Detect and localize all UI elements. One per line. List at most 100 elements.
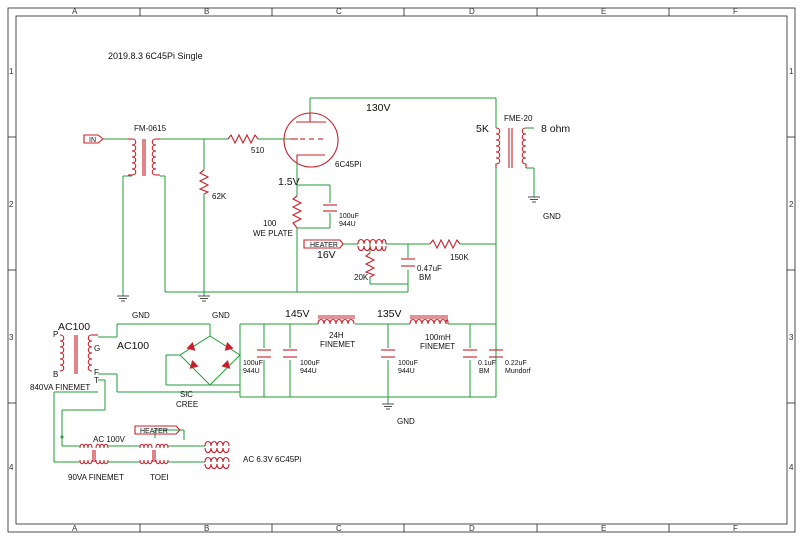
- heater-choke: [357, 238, 387, 252]
- c4-value: 0.1uF: [478, 360, 496, 367]
- choke2-type: FINEMET: [420, 342, 455, 351]
- c2-type: 944U: [300, 368, 317, 375]
- cathode-cap-value: 100uF: [339, 213, 359, 220]
- heater-cap-type: BM: [419, 273, 431, 282]
- ground-icon: [382, 403, 394, 410]
- heater-cap-value: 0.47uF: [417, 264, 442, 273]
- plate-voltage: 130V: [366, 102, 391, 114]
- row-label: 2: [789, 200, 794, 209]
- heater-port-bottom-label: HEATER: [140, 428, 168, 435]
- heater-voltage: 16V: [317, 249, 336, 261]
- row-label: 1: [9, 67, 14, 76]
- power-transformer-title: AC100: [58, 321, 90, 333]
- pin-label: G: [94, 344, 100, 353]
- ac100v-label: AC 100V: [93, 435, 126, 444]
- heater-divider-resistor: 20K: [354, 252, 376, 282]
- ground-symbols: [117, 196, 540, 410]
- choke2-value: 100mH: [425, 333, 451, 342]
- input-port-label: IN: [89, 137, 96, 144]
- junction-dot: [60, 435, 64, 439]
- filter-capacitor-3: 100uF 944U: [381, 349, 418, 375]
- rectifier-maker: CREE: [176, 400, 198, 409]
- col-label: C: [336, 524, 342, 533]
- power-transformer: AC100 P B G F T 840VA FINEMET: [30, 321, 100, 392]
- heater-port: HEATER 16V: [303, 239, 344, 261]
- row-label: 3: [9, 333, 14, 342]
- schematic-title: 2019.8.3 6C45Pi Single: [108, 51, 203, 61]
- heater-port-label: HEATER: [310, 242, 338, 249]
- cathode-resistor-type: WE PLATE: [253, 229, 293, 238]
- row-label: 2: [9, 200, 14, 209]
- bypass-capacitor-1: 0.1uF BM: [463, 349, 496, 375]
- heater-transformer-2: TOEI: [139, 443, 169, 482]
- cathode-resistor: 1.5V 100 WE PLATE: [253, 176, 303, 238]
- ground-label: GND: [212, 311, 230, 320]
- col-label: E: [601, 524, 606, 533]
- cathode-cap-type: 944U: [339, 221, 356, 228]
- choke-24h: 24H FINEMET: [317, 315, 355, 349]
- c1-value: 100uF: [243, 360, 263, 367]
- heater-chokes: AC 6.3V 6C45Pi: [204, 440, 301, 470]
- ground-icon: [528, 196, 540, 203]
- col-label: C: [336, 7, 342, 16]
- row-label: 4: [789, 463, 794, 472]
- ground-label: GND: [397, 417, 415, 426]
- col-label: A: [72, 7, 78, 16]
- grid-leak-value: 62K: [212, 192, 227, 201]
- row-label: 4: [9, 463, 14, 472]
- heater-bias-resistor: 150K: [429, 238, 469, 262]
- c2-value: 100uF: [300, 360, 320, 367]
- c4-type: BM: [479, 368, 490, 375]
- output-transformer: FME-20 5K 8 ohm: [476, 114, 570, 168]
- tube-label: 6C45Pi: [335, 160, 361, 169]
- grid-labels: A B C D E F A B C D E F 1 2 3 4 1 2 3 4: [9, 7, 794, 533]
- c3-value: 100uF: [398, 360, 418, 367]
- tube-6c45pi: 6C45Pi 130V: [283, 102, 391, 169]
- choke1-value: 24H: [329, 331, 344, 340]
- cathode-capacitor: 100uF 944U: [323, 204, 359, 228]
- power-transformer-type: 840VA FINEMET: [30, 383, 90, 392]
- c5-type: Mundorf: [505, 368, 531, 375]
- input-transformer: FM-0615: [128, 124, 167, 176]
- pin-label: B: [53, 370, 58, 379]
- row-label: 3: [789, 333, 794, 342]
- heater-transformer-1-label: 90VA FINEMET: [68, 473, 124, 482]
- row-label: 1: [789, 67, 794, 76]
- cathode-voltage: 1.5V: [278, 176, 300, 188]
- c1-type: 944U: [243, 368, 260, 375]
- choke1-type: FINEMET: [320, 340, 355, 349]
- wires: [53, 97, 535, 463]
- col-label: B: [204, 7, 209, 16]
- drawing-frame: [7, 7, 796, 533]
- grid-leak-resistor: 62K: [198, 169, 227, 201]
- input-transformer-label: FM-0615: [134, 124, 167, 133]
- grid-resistor: 510: [227, 133, 265, 155]
- col-label: B: [204, 524, 209, 533]
- heater-capacitor: 0.47uF BM: [401, 258, 442, 282]
- col-label: F: [733, 7, 738, 16]
- cathode-resistor-value: 100: [263, 219, 277, 228]
- pin-label: T: [94, 376, 99, 385]
- grid-resistor-value: 510: [251, 146, 265, 155]
- rectifier-type: SiC: [180, 390, 193, 399]
- heater-output-label: AC 6.3V 6C45Pi: [243, 455, 301, 464]
- filter-capacitor-2: 100uF 944U: [283, 349, 320, 375]
- heater-transformer-2-label: TOEI: [150, 473, 169, 482]
- filter-capacitor-1: 100uF 944U: [243, 349, 271, 375]
- ac-voltage-label: AC100: [117, 340, 149, 352]
- heater-divider-value: 20K: [354, 273, 369, 282]
- choke-100mh: 100mH FINEMET: [409, 315, 455, 351]
- col-label: D: [469, 7, 475, 16]
- heater-bias-value: 150K: [450, 253, 469, 262]
- output-transformer-label: FME-20: [504, 114, 533, 123]
- output-primary-impedance: 5K: [476, 123, 489, 135]
- ground-label: GND: [132, 311, 150, 320]
- col-label: E: [601, 7, 606, 16]
- c5-value: 0.22uF: [505, 360, 527, 367]
- c3-type: 944U: [398, 368, 415, 375]
- bypass-capacitor-2: 0.22uF Mundorf: [489, 349, 531, 375]
- col-label: A: [72, 524, 78, 533]
- heater-port-bottom: HEATER: [134, 425, 181, 435]
- pin-label: P: [53, 330, 58, 339]
